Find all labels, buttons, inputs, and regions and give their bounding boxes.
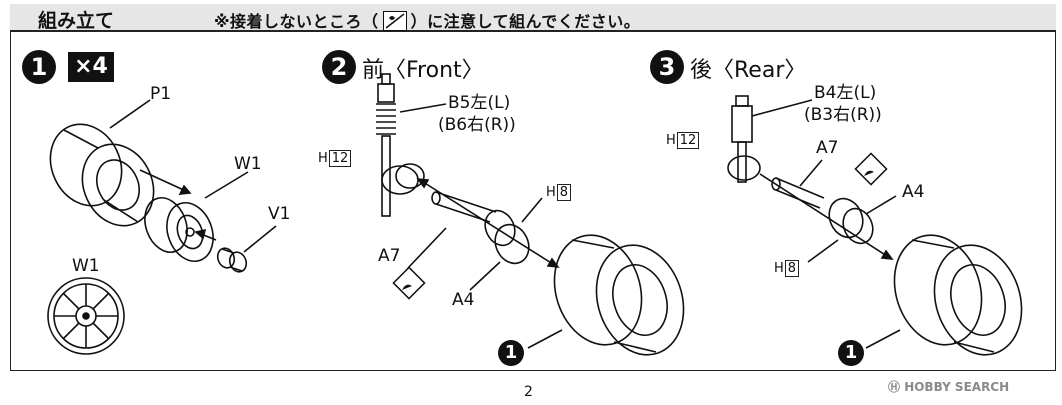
tire-icon <box>49 123 155 227</box>
hint-h8-rear-prefix: H <box>774 261 784 276</box>
watermark: Ⓗ HOBBY SEARCH <box>888 380 1010 394</box>
part-label-b3: (B3右(R)) <box>804 105 882 125</box>
part-label-v1: V1 <box>268 204 291 224</box>
hint-h8-front-prefix: H <box>546 185 556 200</box>
hint-h8-front-num: 8 <box>556 184 572 201</box>
part-label-b5: B5左(L) <box>448 93 511 113</box>
glue-note-suffix: ）に注意して組んでください。 <box>410 12 641 31</box>
part-label-b4: B4左(L) <box>814 83 877 103</box>
part-label-a4-front: A4 <box>452 290 475 310</box>
no-glue-marker-front <box>392 266 426 300</box>
watermark-text: HOBBY SEARCH <box>904 380 1010 394</box>
part-label-w1: W1 <box>234 154 262 174</box>
part-label-a4-rear: A4 <box>902 182 925 202</box>
glue-note-prefix: ※接着しないところ（ <box>214 12 379 31</box>
hint-h12-front-prefix: H <box>318 151 328 166</box>
step-ref-front-tire: 1 <box>498 340 524 366</box>
part-label-a7-front: A7 <box>378 246 401 266</box>
hint-h12-rear-prefix: H <box>666 133 676 148</box>
step-1-number: 1 <box>22 50 56 84</box>
no-glue-icon <box>382 11 407 31</box>
page-number: 2 <box>524 384 533 400</box>
section-title: 組み立て <box>38 10 115 32</box>
step-2-title: 前〈Front〉 <box>362 58 484 83</box>
part-label-a7-rear: A7 <box>816 138 839 158</box>
hint-h8-rear-num: 8 <box>784 260 800 277</box>
step-ref-rear-tire: 1 <box>838 340 864 366</box>
part-label-p1: P1 <box>150 84 172 104</box>
wheel-icon <box>144 197 214 262</box>
quantity-badge: ×4 <box>68 52 114 82</box>
instruction-frame <box>10 30 1056 371</box>
rear-shock-icon <box>727 95 761 183</box>
step-3-title: 後〈Rear〉 <box>690 58 807 83</box>
step-3-number: 3 <box>650 50 684 84</box>
step-2-number: 2 <box>322 50 356 84</box>
part-label-b6: (B6右(R)) <box>438 115 516 135</box>
glue-note: ※接着しないところ（ ）に注意して組んでください。 <box>214 8 640 32</box>
hint-h12-rear-num: 12 <box>676 132 700 149</box>
instruction-header: 組み立て ※接着しないところ（ ）に注意して組んでください。 <box>10 4 1056 32</box>
rear-tire-icon <box>893 234 1023 356</box>
part-label-w1-detail: W1 <box>72 256 100 276</box>
no-glue-marker-rear <box>854 152 888 186</box>
wheel-detail-icon <box>47 277 125 355</box>
valve-icon <box>216 247 248 273</box>
shock-icon <box>376 73 425 217</box>
front-tire-icon <box>553 234 685 356</box>
hint-h12-front-num: 12 <box>328 150 352 167</box>
